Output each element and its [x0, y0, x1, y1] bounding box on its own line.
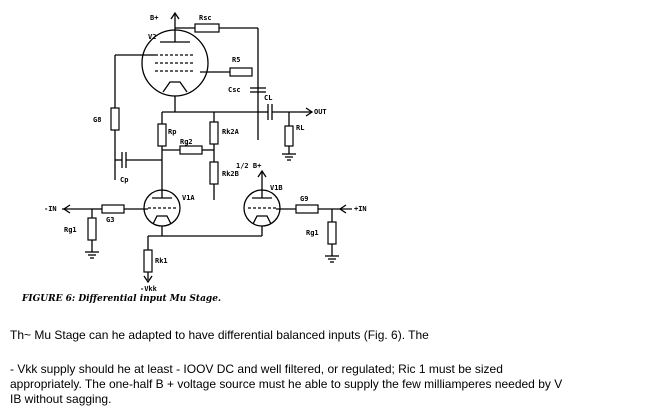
label-cl: CL — [264, 94, 272, 102]
resistor-rk2b — [209, 161, 219, 185]
resistor-rg2 — [179, 145, 203, 155]
resistor-rg1-left — [87, 217, 97, 241]
label-rg1-right: Rg1 — [306, 229, 319, 237]
label-v1a: V1A — [182, 194, 195, 202]
label-r5: R5 — [232, 56, 240, 64]
resistor-rl — [284, 125, 294, 147]
output-arrow — [300, 107, 314, 117]
resistor-rsc — [194, 23, 220, 33]
capacitor-csc — [250, 87, 266, 93]
figure-caption: FIGURE 6: Differential input Mu Stage. — [22, 294, 222, 304]
resistor-g8 — [110, 107, 120, 131]
input-plus-arrow — [338, 204, 347, 214]
b-plus-supply-arrow — [170, 11, 180, 30]
input-minus-arrow — [62, 204, 90, 214]
label-vkk: -Vkk — [140, 285, 158, 293]
ground-symbol-rl — [282, 153, 296, 161]
label-b-plus: B+ — [150, 14, 158, 22]
label-rl: RL — [296, 124, 304, 132]
label-rg1-left: Rg1 — [64, 226, 77, 234]
capacitor-cl — [267, 104, 273, 120]
ground-symbol-rg1-left — [85, 251, 99, 259]
tube-v1b — [243, 188, 281, 227]
capacitor-cp — [121, 152, 127, 168]
resistor-rg1-right — [327, 221, 337, 245]
label-g9: G9 — [300, 195, 308, 203]
label-rk2b: Rk2B — [222, 170, 239, 178]
label-csc: Csc — [228, 86, 241, 94]
label-v1b: V1B — [270, 184, 283, 192]
paragraph-vkk-line-2: appropriately. The one-half B + voltage … — [10, 377, 563, 391]
half-b-plus-arrow — [257, 169, 267, 188]
label-rk1: Rk1 — [155, 257, 168, 265]
label-half-b-plus: 1/2 B+ — [236, 162, 261, 170]
label-cp: Cp — [120, 176, 128, 184]
tube-v1a — [143, 189, 181, 227]
paragraph-vkk-line-3: IB without sagging. — [10, 392, 112, 406]
label-g8: G8 — [93, 116, 101, 124]
differential-mu-stage-schematic: B+ V2 Rsc R5 Csc CL OUT RL G8 — [44, 11, 367, 293]
resistor-g3 — [101, 204, 125, 214]
resistor-g9 — [295, 204, 319, 214]
resistor-rk1 — [143, 249, 153, 273]
label-rsc: Rsc — [199, 14, 212, 22]
label-rg2: Rg2 — [180, 138, 193, 146]
paragraph-vkk: - Vkk supply should he at least - IOOV D… — [10, 362, 640, 407]
paragraph-vkk-line-1: - Vkk supply should he at least - IOOV D… — [10, 362, 503, 376]
label-in-plus: +IN — [354, 205, 367, 213]
paragraph-intro: Th~ Mu Stage can he adapted to have diff… — [10, 328, 429, 342]
label-g3: G3 — [106, 216, 114, 224]
resistor-rk2a — [209, 121, 219, 145]
resistor-rp — [157, 123, 167, 147]
label-v2: V2 — [148, 33, 156, 41]
ground-symbol-rg1-right — [325, 255, 339, 263]
label-rk2a: Rk2A — [222, 128, 240, 136]
vkk-supply-arrow — [143, 275, 153, 284]
label-in-minus: -IN — [44, 205, 57, 213]
label-rp: Rp — [168, 128, 176, 136]
label-out: OUT — [314, 108, 327, 116]
